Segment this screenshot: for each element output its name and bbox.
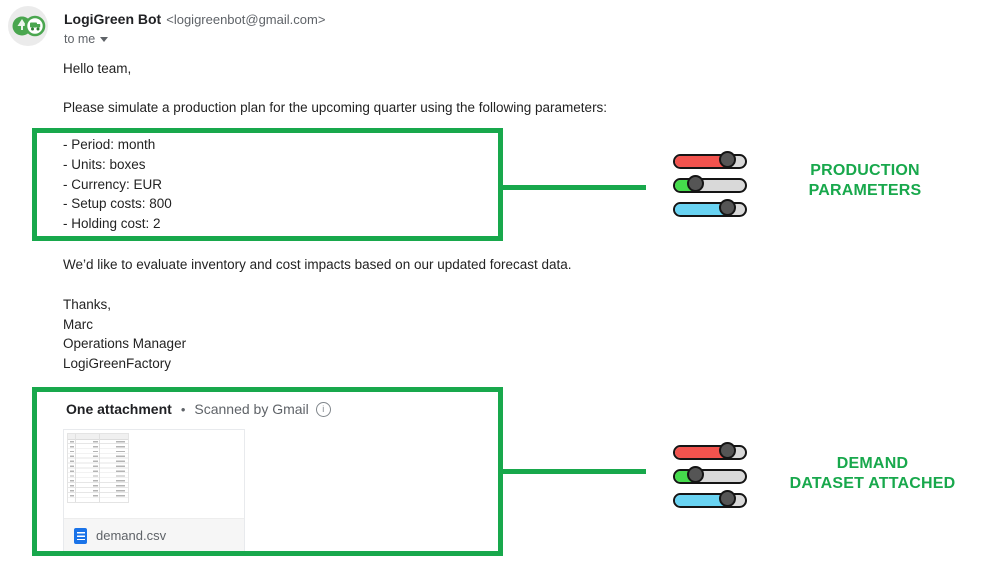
annotation-demand-dataset: DEMAND DATASET ATTACHED xyxy=(765,454,980,493)
attachment-filename: demand.csv xyxy=(96,528,167,543)
connector-line-parameters xyxy=(503,185,646,190)
sliders-icon xyxy=(673,441,753,513)
parameter-list: - Period: month - Units: boxes - Currenc… xyxy=(63,135,172,234)
spreadsheet-header-row xyxy=(68,434,128,440)
annotation-line: PARAMETERS xyxy=(808,181,922,199)
spreadsheet-preview xyxy=(67,433,129,503)
highlight-box-attachment xyxy=(32,387,503,556)
parameter-holding-cost: - Holding cost: 2 xyxy=(63,216,161,232)
parameter-units: - Units: boxes xyxy=(63,156,146,172)
intro-text: Please simulate a production plan for th… xyxy=(63,100,608,115)
logigreen-logo-icon xyxy=(8,6,48,46)
signature-block: Thanks, Marc Operations Manager LogiGree… xyxy=(63,295,186,373)
evaluation-text: We’d like to evaluate inventory and cost… xyxy=(63,257,572,272)
scanned-by-gmail-label: Scanned by Gmail xyxy=(194,401,309,417)
signature-thanks: Thanks, xyxy=(63,297,112,312)
parameter-setup-costs: - Setup costs: 800 xyxy=(63,196,172,212)
sender-name[interactable]: LogiGreen Bot xyxy=(64,11,162,27)
recipient-label: to me xyxy=(64,32,96,46)
highlight-box-parameters xyxy=(32,128,503,241)
annotation-line: DATASET ATTACHED xyxy=(789,474,956,492)
info-icon[interactable]: i xyxy=(315,401,331,417)
attachment-count-label: One attachment xyxy=(66,401,172,417)
greeting-text: Hello team, xyxy=(63,61,132,76)
attachment-header: One attachment • Scanned by Gmail i xyxy=(66,401,331,417)
signature-title: Operations Manager xyxy=(63,336,187,352)
annotation-line: PRODUCTION xyxy=(810,162,920,179)
signature-name: Marc xyxy=(63,316,93,332)
recipient-dropdown[interactable]: to me xyxy=(64,32,109,46)
parameter-period: - Period: month xyxy=(63,137,156,152)
parameter-currency: - Currency: EUR xyxy=(63,176,163,192)
sliders-icon xyxy=(673,150,753,222)
signature-company: LogiGreenFactory xyxy=(63,355,172,371)
connector-line-attachment xyxy=(503,469,646,474)
separator-dot: • xyxy=(180,401,186,417)
csv-file-icon xyxy=(74,527,87,544)
sender-email-address: <logigreenbot@gmail.com> xyxy=(166,12,326,27)
attachment-footer[interactable]: demand.csv xyxy=(64,518,244,552)
annotation-production-parameters: PRODUCTION PARAMETERS xyxy=(785,161,945,200)
sender-avatar[interactable] xyxy=(8,6,48,46)
annotation-line: DEMAND xyxy=(836,455,909,472)
chevron-down-icon xyxy=(100,36,109,42)
attachment-card[interactable]: demand.csv xyxy=(63,429,245,553)
